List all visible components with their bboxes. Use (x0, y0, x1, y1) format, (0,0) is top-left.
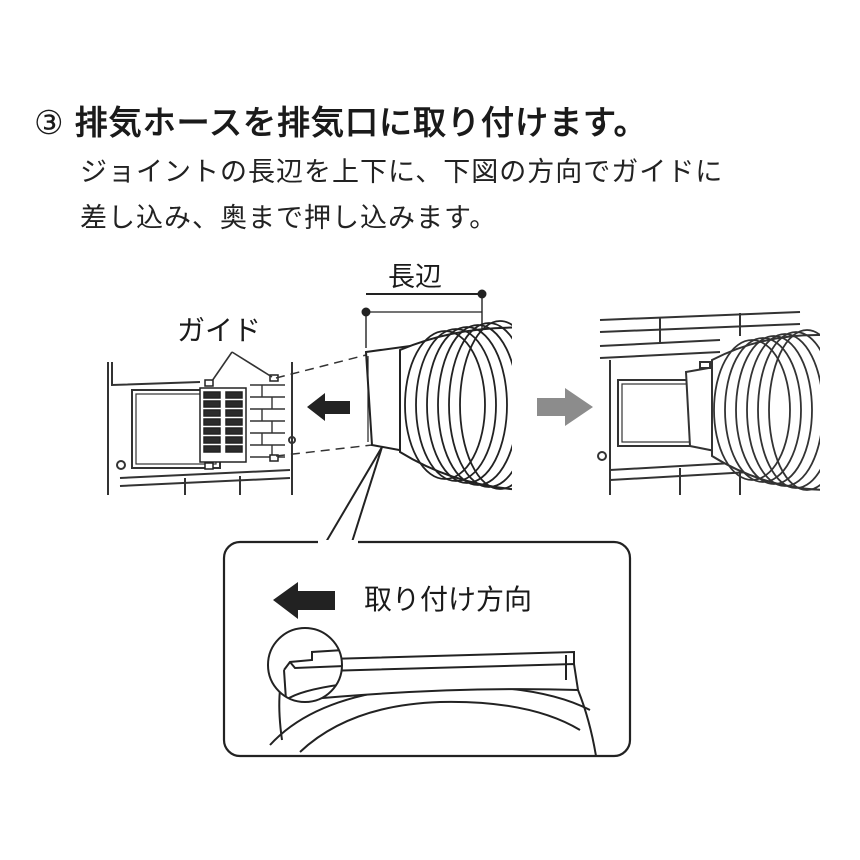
step-title: 排気ホースを排気口に取り付けます。 (74, 103, 648, 142)
alignment-dashed-lines (275, 354, 373, 457)
instruction-line-1: ジョイントの長辺を上下に、下図の方向でガイドに (80, 157, 724, 188)
instruction-line-2: 差し込み、奥まで押し込みます。 (80, 203, 498, 234)
exhaust-hose-joint (364, 320, 512, 491)
callout-label: 取り付け方向 (364, 583, 532, 616)
step-number: ③ (34, 103, 65, 142)
guide-label: ガイド (177, 314, 261, 347)
guide-pointer-lines (211, 351, 273, 382)
guide-slots (199, 374, 279, 470)
callout-pointer (325, 446, 383, 543)
long-side-label: 長辺 (388, 262, 442, 293)
long-side-dimension (361, 289, 487, 348)
callout-direction-arrow (273, 582, 335, 619)
joint-closeup (269, 650, 597, 755)
next-step-arrow (537, 388, 593, 426)
exhaust-panel-left (107, 362, 296, 495)
installed-result-panel (597, 311, 820, 495)
instruction-text: ジョイントの長辺を上下に、下図の方向でガイドに 差し込み、奥まで押し込みます。 (80, 150, 840, 242)
insert-direction-arrow (307, 393, 350, 421)
